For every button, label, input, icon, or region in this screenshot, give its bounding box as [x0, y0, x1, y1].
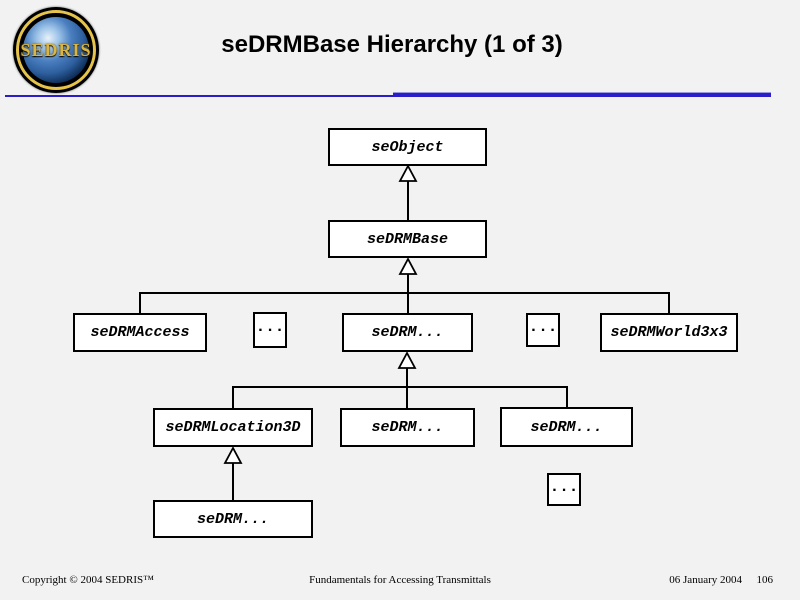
node-ellipsis-3: ... [547, 473, 581, 506]
node-label: seDRM... [196, 510, 269, 528]
divider-line-right [393, 92, 771, 97]
node-seobject: seObject [328, 128, 487, 166]
node-ellipsis-1: ... [253, 312, 287, 348]
earth-globe-icon [23, 17, 89, 83]
node-label: seDRMLocation3D [165, 419, 301, 436]
node-label: ... [528, 318, 558, 336]
node-sedrmaccess: seDRMAccess [73, 313, 207, 352]
footer-page-number: 106 [756, 574, 774, 586]
node-ellipsis-2: ... [526, 313, 560, 347]
node-label: seDRM... [371, 324, 444, 341]
sedris-logo-ring: SEDRIS [16, 10, 96, 90]
node-sedrm-mid: seDRM... [342, 313, 473, 352]
node-label: seObject [371, 138, 444, 156]
footer-date: 06 January 2004 [669, 574, 742, 586]
node-sedrmlocation3d: seDRMLocation3D [153, 408, 313, 447]
sedris-logo: SEDRIS [13, 7, 99, 93]
page-title: seDRMBase Hierarchy (1 of 3) [221, 31, 563, 58]
inheritance-triangle-icon [223, 446, 243, 464]
footer-copyright: Copyright © 2004 SEDRIS™ [22, 574, 154, 586]
node-sedrm-child-2: seDRM... [500, 407, 633, 447]
node-label: seDRM... [371, 419, 444, 436]
inheritance-triangle-icon [398, 257, 418, 275]
node-label: seDRM... [530, 418, 603, 436]
footer-course-title: Fundamentals for Accessing Transmittals [309, 574, 491, 586]
node-label: seDRMAccess [90, 324, 190, 341]
node-sedrm-child-1: seDRM... [340, 408, 475, 447]
node-label: ... [549, 477, 579, 496]
sedris-logo-text: SEDRIS [20, 39, 92, 60]
node-label: ... [255, 318, 285, 336]
node-label: seDRMBase [366, 230, 448, 248]
node-label: seDRMWorld3x3 [610, 324, 728, 341]
node-sedrmbase: seDRMBase [328, 220, 487, 258]
footer: Copyright © 2004 SEDRIS™ Fundamentals fo… [0, 574, 800, 590]
inheritance-triangle-icon [397, 351, 417, 369]
inheritance-triangle-icon [398, 164, 418, 182]
node-sedrmworld3x3: seDRMWorld3x3 [600, 313, 738, 352]
node-sedrm-grandchild: seDRM... [153, 500, 313, 538]
divider-line-left [5, 95, 395, 97]
